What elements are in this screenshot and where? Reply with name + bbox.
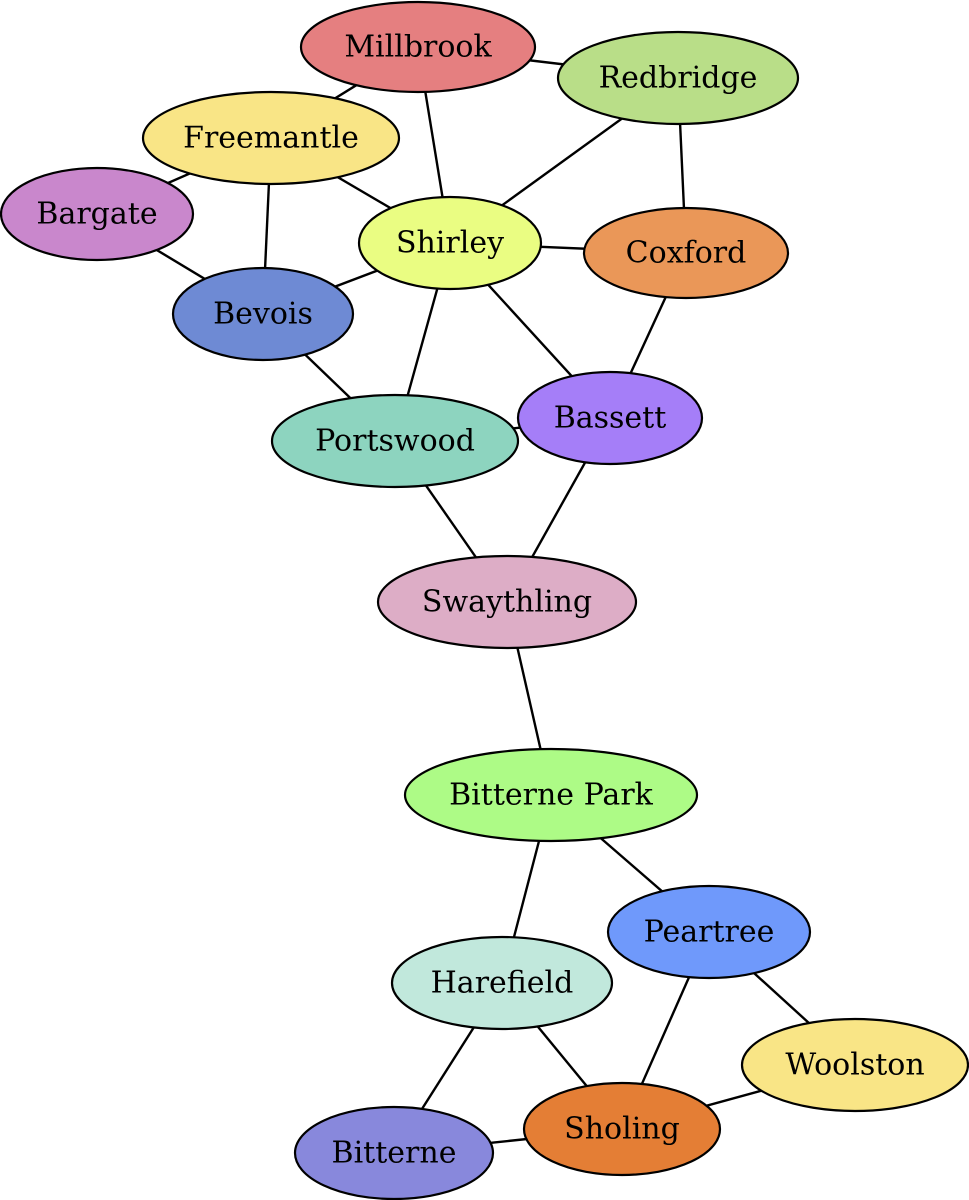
node-label-bevois: Bevois — [213, 297, 313, 332]
node-label-bitterne: Bitterne — [332, 1136, 457, 1171]
node-ellipse-bassett — [516, 370, 704, 466]
node-ellipse-portswood — [270, 393, 520, 489]
node-label-bitterne_park: Bitterne Park — [449, 778, 654, 813]
node-label-freemantle: Freemantle — [183, 121, 359, 156]
node-ellipse-shirley — [357, 195, 543, 291]
node-label-peartree: Peartree — [644, 915, 775, 950]
node-freemantle: Freemantle — [141, 90, 401, 186]
node-ellipse-bargate — [0, 166, 195, 262]
node-redbridge: Redbridge — [556, 30, 800, 126]
node-ellipse-freemantle — [141, 90, 401, 186]
node-label-portswood: Portswood — [315, 424, 475, 459]
node-bitterne: Bitterne — [293, 1105, 495, 1200]
node-swaythling: Swaythling — [376, 554, 638, 650]
node-label-bassett: Bassett — [554, 401, 667, 436]
node-label-bargate: Bargate — [36, 197, 157, 232]
node-ellipse-bitterne_park — [403, 747, 699, 843]
node-portswood: Portswood — [270, 393, 520, 489]
node-label-swaythling: Swaythling — [422, 585, 592, 620]
node-bitterne_park: Bitterne Park — [403, 747, 699, 843]
node-ellipse-harefield — [390, 935, 614, 1031]
node-woolston: Woolston — [740, 1017, 969, 1113]
node-harefield: Harefield — [390, 935, 614, 1031]
node-label-woolston: Woolston — [785, 1048, 924, 1083]
node-label-harefield: Harefield — [431, 966, 574, 1001]
node-label-coxford: Coxford — [626, 236, 747, 271]
node-ellipse-redbridge — [556, 30, 800, 126]
node-millbrook: Millbrook — [299, 0, 537, 94]
node-ellipse-coxford — [582, 206, 790, 300]
node-bevois: Bevois — [171, 266, 355, 362]
node-sholing: Sholing — [522, 1081, 722, 1177]
node-bassett: Bassett — [516, 370, 704, 466]
node-bargate: Bargate — [0, 166, 195, 262]
node-ellipse-millbrook — [299, 0, 537, 94]
node-label-shirley: Shirley — [396, 226, 504, 261]
node-ellipse-bevois — [171, 266, 355, 362]
node-label-redbridge: Redbridge — [599, 61, 758, 96]
node-ellipse-sholing — [522, 1081, 722, 1177]
node-label-sholing: Sholing — [564, 1112, 680, 1147]
node-ellipse-swaythling — [376, 554, 638, 650]
node-ellipse-woolston — [740, 1017, 969, 1113]
node-label-millbrook: Millbrook — [344, 30, 492, 65]
node-shirley: Shirley — [357, 195, 543, 291]
node-coxford: Coxford — [582, 206, 790, 300]
node-ellipse-peartree — [606, 884, 812, 980]
node-peartree: Peartree — [606, 884, 812, 980]
node-ellipse-bitterne — [293, 1105, 495, 1200]
